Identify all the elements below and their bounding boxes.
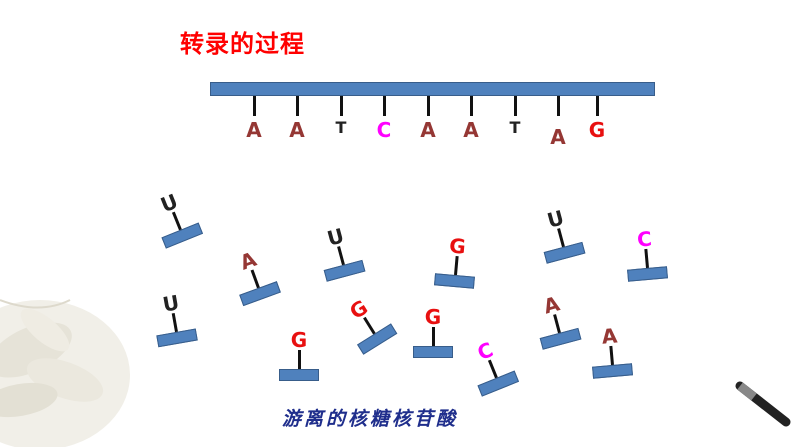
ribose-phosphate-block <box>279 369 319 381</box>
base-connector <box>295 96 299 116</box>
dna-base-a: A <box>246 118 262 142</box>
dna-strand-backbone <box>210 82 655 96</box>
base-connector <box>469 96 473 116</box>
base-connector <box>556 96 560 116</box>
free-nucleotides-caption: 游离的核糖核苷酸 <box>282 408 459 430</box>
dna-base-a: A <box>420 118 436 142</box>
nucleotide-base-label: G <box>290 328 308 352</box>
brush-icon <box>735 381 791 427</box>
base-connector <box>252 96 256 116</box>
nucleotide-base-label: C <box>636 226 653 252</box>
page-title: 转录的过程 <box>180 30 305 58</box>
nucleotide-stem <box>431 327 435 346</box>
dna-base-t: T <box>509 118 521 137</box>
nucleotide-base-label: G <box>424 305 442 329</box>
base-connector <box>426 96 430 116</box>
nucleotide-base-label: A <box>600 323 619 349</box>
nucleotide-base-label: G <box>448 233 467 259</box>
nucleotide-stem <box>297 350 301 369</box>
base-connector <box>339 96 343 116</box>
dna-base-a: A <box>463 118 479 142</box>
base-connector <box>382 96 386 116</box>
dna-base-t: T <box>335 118 347 137</box>
base-connector <box>513 96 517 116</box>
ribose-phosphate-block <box>413 346 453 358</box>
dna-base-a: A <box>550 125 566 149</box>
dna-base-a: A <box>289 118 305 142</box>
dna-base-g: G <box>588 118 606 142</box>
base-connector <box>595 96 599 116</box>
dna-base-c: C <box>376 118 392 142</box>
